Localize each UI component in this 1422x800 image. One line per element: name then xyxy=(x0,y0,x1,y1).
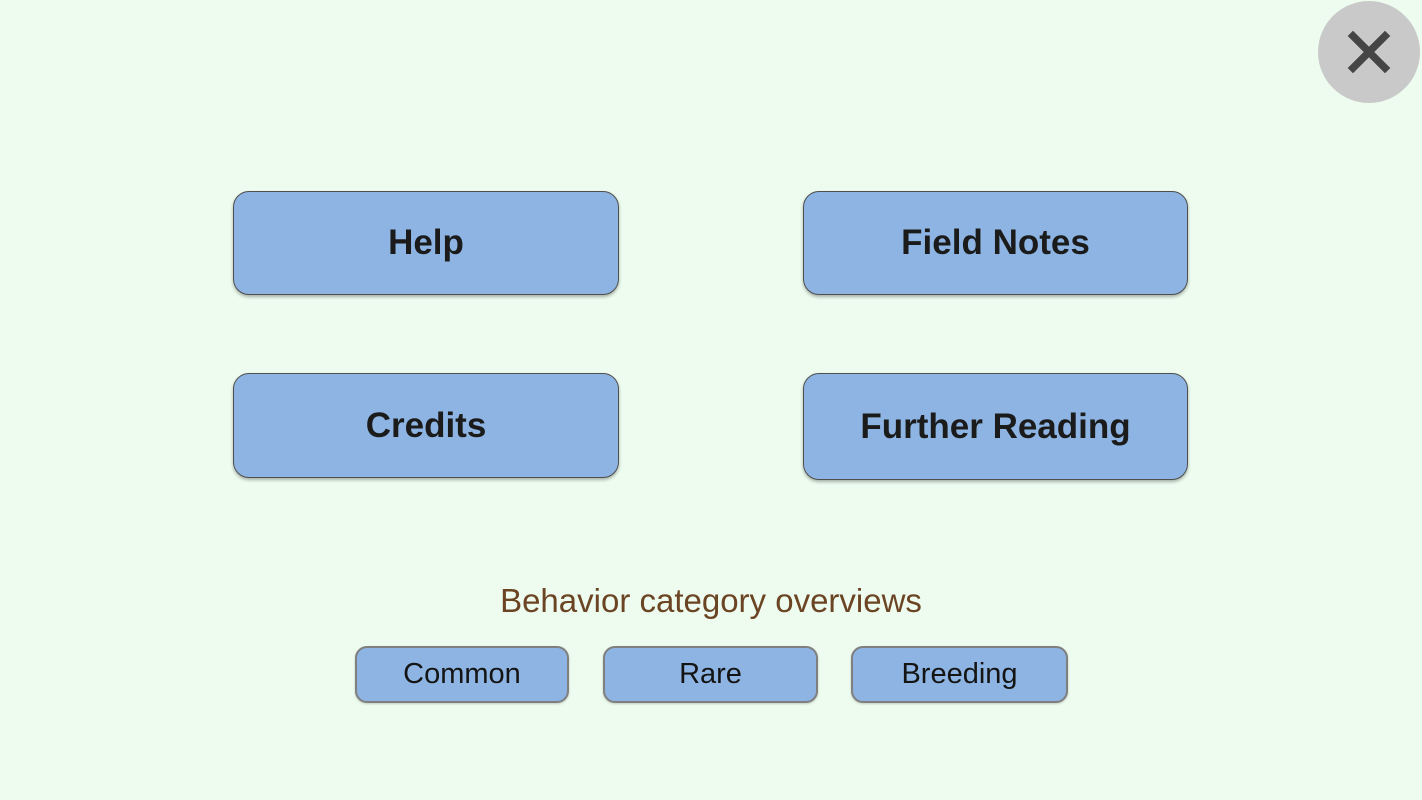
category-common-button[interactable]: Common xyxy=(355,646,569,703)
close-icon xyxy=(1347,30,1391,74)
credits-button[interactable]: Credits xyxy=(233,373,619,478)
category-breeding-button[interactable]: Breeding xyxy=(851,646,1068,703)
category-rare-button[interactable]: Rare xyxy=(603,646,818,703)
category-common-label: Common xyxy=(403,658,521,690)
further-reading-button[interactable]: Further Reading xyxy=(803,373,1188,480)
category-breeding-label: Breeding xyxy=(901,658,1018,690)
help-button[interactable]: Help xyxy=(233,191,619,295)
further-reading-button-label: Further Reading xyxy=(860,406,1131,446)
field-notes-button-label: Field Notes xyxy=(901,223,1090,262)
credits-button-label: Credits xyxy=(365,405,487,445)
behavior-category-heading: Behavior category overviews xyxy=(500,582,922,619)
category-rare-label: Rare xyxy=(679,658,742,690)
close-button[interactable] xyxy=(1318,1,1420,103)
field-notes-button[interactable]: Field Notes xyxy=(803,191,1188,295)
help-button-label: Help xyxy=(388,223,464,262)
